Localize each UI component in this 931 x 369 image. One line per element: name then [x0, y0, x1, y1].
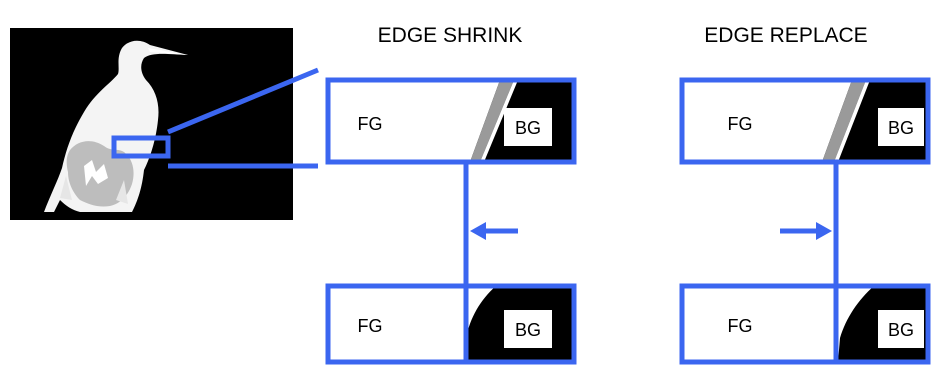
bg-label: BG	[515, 118, 541, 138]
bg-label: BG	[888, 118, 914, 138]
heron-thumbnail	[10, 28, 293, 220]
zoom-line-top	[167, 67, 319, 135]
bg-label: BG	[515, 320, 541, 340]
shrink-after-panel: FG BG	[325, 283, 577, 365]
fg-label: FG	[728, 316, 753, 336]
arrow-left-icon	[470, 222, 518, 240]
selection-box	[111, 135, 171, 159]
arrow-right-icon	[780, 222, 832, 240]
heading-edge-replace: EDGE REPLACE	[704, 24, 867, 47]
fg-label: FG	[728, 114, 753, 134]
fg-label: FG	[358, 316, 383, 336]
fg-label: FG	[358, 114, 383, 134]
heading-edge-shrink: EDGE SHRINK	[378, 24, 523, 47]
shrink-before-panel: FG BG	[325, 77, 577, 165]
replace-before-panel: FG BG	[679, 77, 931, 165]
bg-label: BG	[888, 320, 914, 340]
replace-after-panel: FG BG	[679, 283, 931, 365]
